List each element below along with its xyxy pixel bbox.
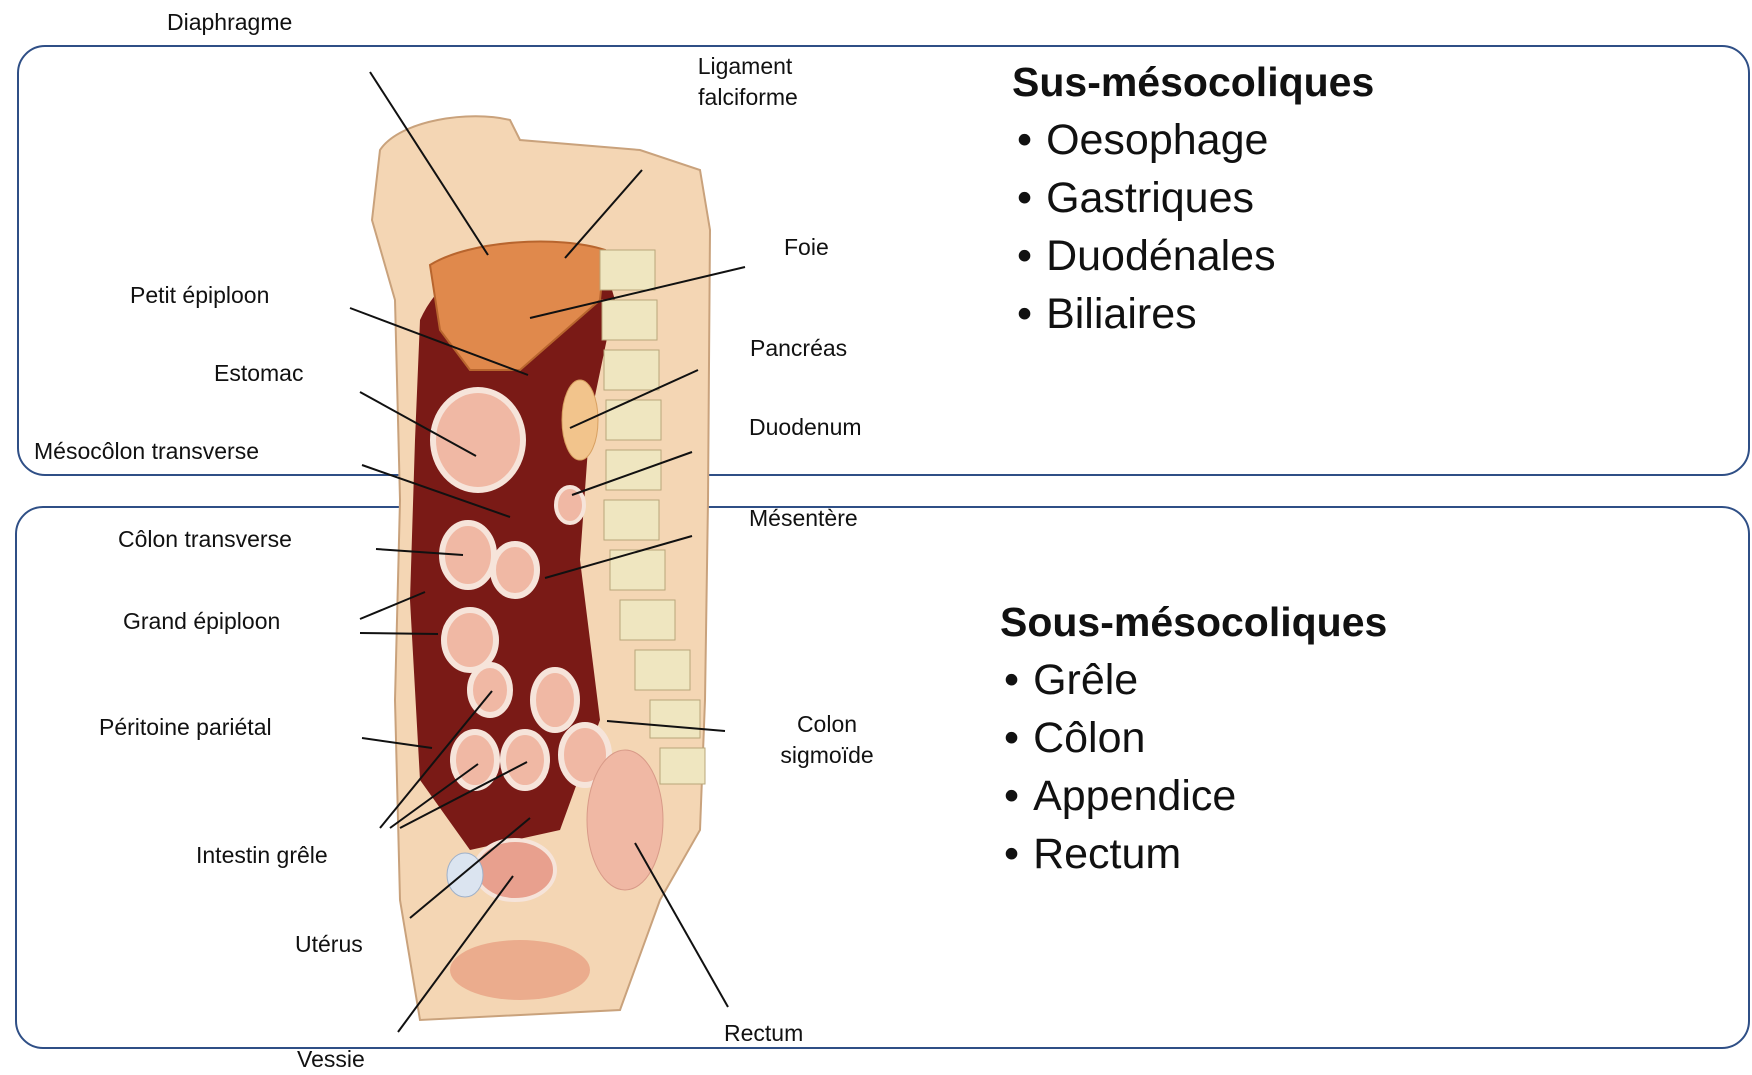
list-item: Grêle — [1004, 651, 1236, 709]
sus-mesocolic-title: Sus-mésocoliques — [1012, 57, 1374, 107]
sous-mesocolic-list: Grêle Côlon Appendice Rectum — [1004, 651, 1236, 883]
label-grand-epiploon: Grand épiploon — [123, 606, 280, 637]
label-duodenum: Duodenum — [749, 412, 862, 443]
label-colon-sigmoide-line1: Colon — [797, 709, 857, 740]
pancreas-shape — [562, 380, 598, 460]
list-item: Côlon — [1004, 709, 1236, 767]
bladder-shape — [447, 853, 483, 897]
label-mesentere: Mésentère — [749, 503, 858, 534]
label-rectum: Rectum — [724, 1018, 803, 1049]
lower-body — [450, 940, 590, 1000]
sous-mesocolic-title: Sous-mésocoliques — [1000, 597, 1387, 647]
list-item: Oesophage — [1017, 111, 1276, 169]
label-ligament-line1: Ligament — [698, 51, 793, 82]
list-item: Biliaires — [1017, 285, 1276, 343]
label-diaphragme: Diaphragme — [167, 7, 292, 38]
list-item: Gastriques — [1017, 169, 1276, 227]
label-intestin-grele: Intestin grêle — [196, 840, 328, 871]
rectum-shape — [587, 750, 663, 890]
label-petit-epiploon: Petit épiploon — [130, 280, 269, 311]
uterus-shape — [475, 840, 555, 900]
label-colon-transverse: Côlon transverse — [118, 524, 292, 555]
label-foie: Foie — [784, 232, 829, 263]
label-mesocolon-transverse: Mésocôlon transverse — [34, 436, 259, 467]
label-estomac: Estomac — [214, 358, 303, 389]
list-item: Duodénales — [1017, 227, 1276, 285]
list-item: Rectum — [1004, 825, 1236, 883]
label-peritoine-parietal: Péritoine pariétal — [99, 712, 272, 743]
list-item: Appendice — [1004, 767, 1236, 825]
label-pancreas: Pancréas — [750, 333, 847, 364]
label-ligament-line2: falciforme — [698, 82, 798, 113]
label-uterus: Utérus — [295, 929, 363, 960]
label-colon-sigmoide-line2: sigmoïde — [780, 740, 873, 771]
label-vessie: Vessie — [297, 1044, 365, 1075]
sus-mesocolic-list: Oesophage Gastriques Duodénales Biliaire… — [1017, 111, 1276, 343]
